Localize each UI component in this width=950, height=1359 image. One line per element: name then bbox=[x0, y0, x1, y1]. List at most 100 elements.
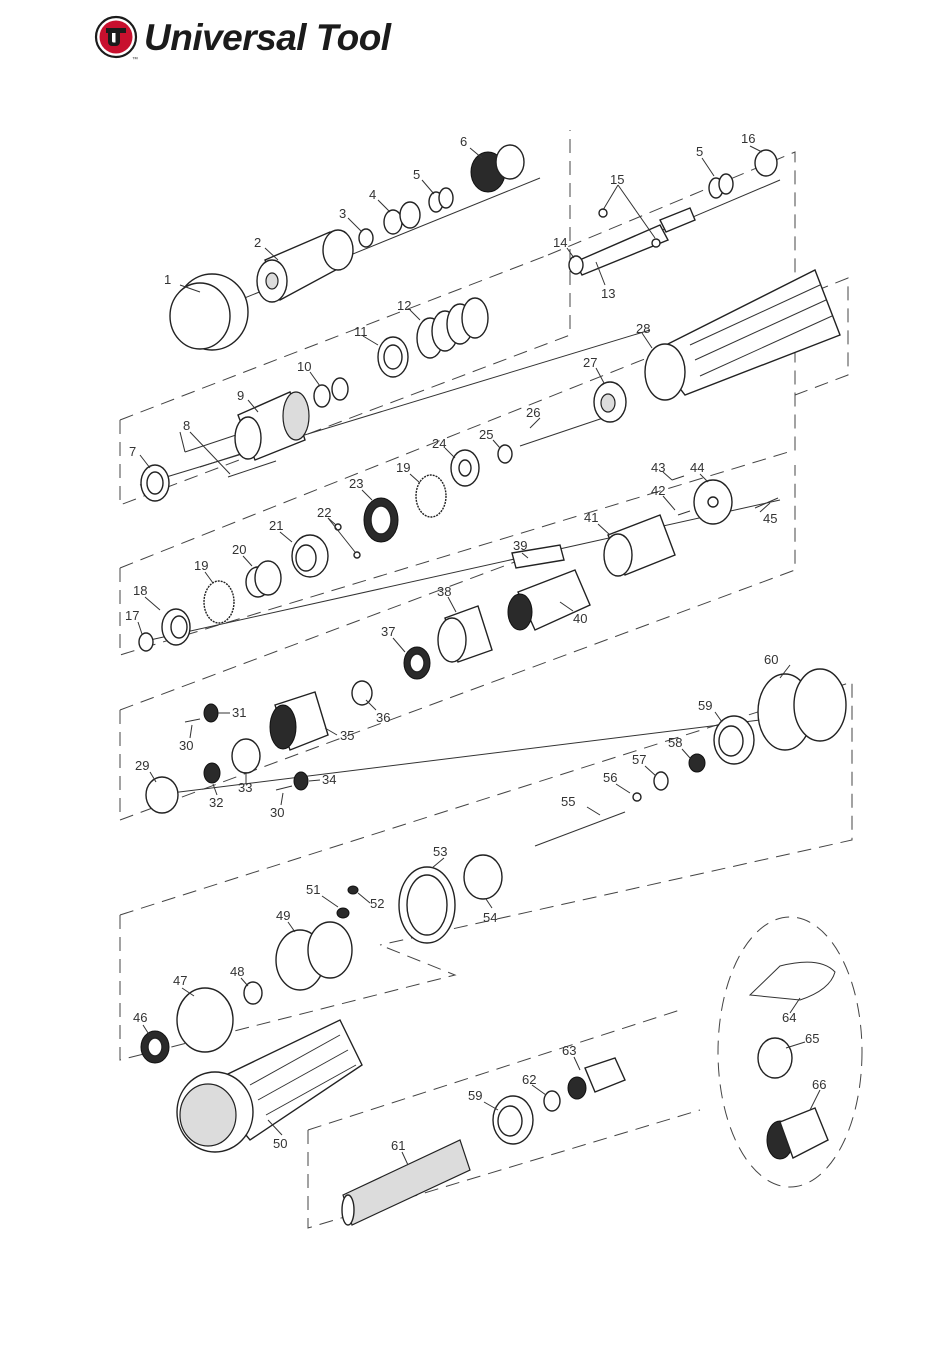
part-23-bearing bbox=[364, 498, 398, 542]
label-51: 51 bbox=[306, 882, 320, 897]
label-8: 8 bbox=[183, 418, 190, 433]
part-55-rod bbox=[535, 812, 625, 846]
label-22: 22 bbox=[317, 505, 331, 520]
part-44-cap bbox=[694, 480, 732, 524]
label-41: 41 bbox=[584, 510, 598, 525]
part-2-sleeve bbox=[257, 230, 353, 302]
part-29-carrier bbox=[146, 777, 178, 813]
part-35-ring-gear bbox=[270, 692, 328, 750]
label-11: 11 bbox=[354, 324, 368, 339]
label-3: 3 bbox=[339, 206, 346, 221]
part-54-o-ring bbox=[464, 855, 502, 899]
label-13: 13 bbox=[601, 286, 615, 301]
label-1: 1 bbox=[164, 272, 171, 287]
part-33-plate bbox=[232, 739, 260, 773]
axis-lines bbox=[140, 178, 780, 795]
label-18: 18 bbox=[133, 583, 147, 598]
label-28: 28 bbox=[636, 321, 650, 336]
part-62-ring bbox=[544, 1091, 560, 1111]
label-35: 35 bbox=[340, 728, 354, 743]
label-59a: 59 bbox=[698, 698, 712, 713]
label-58: 58 bbox=[668, 735, 682, 750]
part-60-end-cap bbox=[758, 669, 846, 750]
part-65-ring bbox=[758, 1038, 792, 1078]
label-30a: 30 bbox=[179, 738, 193, 753]
label-34: 34 bbox=[322, 772, 336, 787]
label-52: 52 bbox=[370, 896, 384, 911]
label-55: 55 bbox=[561, 794, 575, 809]
label-47: 47 bbox=[173, 973, 187, 988]
label-26: 26 bbox=[526, 405, 540, 420]
label-33: 33 bbox=[238, 780, 252, 795]
label-4: 4 bbox=[369, 187, 376, 202]
label-61: 61 bbox=[391, 1138, 405, 1153]
label-2: 2 bbox=[254, 235, 261, 250]
label-6: 6 bbox=[460, 134, 467, 149]
label-5b: 5 bbox=[696, 144, 703, 159]
label-40: 40 bbox=[573, 611, 587, 626]
part-5-springs-b bbox=[709, 174, 733, 198]
part-11-washer bbox=[378, 337, 408, 377]
label-10: 10 bbox=[297, 359, 311, 374]
part-49-housing bbox=[276, 922, 352, 990]
part-51-52-screws bbox=[337, 886, 358, 918]
label-15: 15 bbox=[610, 172, 624, 187]
label-25: 25 bbox=[479, 427, 493, 442]
label-57: 57 bbox=[632, 752, 646, 767]
label-5a: 5 bbox=[413, 167, 420, 182]
label-60: 60 bbox=[764, 652, 778, 667]
part-59-washer-b bbox=[493, 1096, 533, 1144]
label-59b: 59 bbox=[468, 1088, 482, 1103]
label-45: 45 bbox=[763, 511, 777, 526]
label-66: 66 bbox=[812, 1077, 826, 1092]
label-16: 16 bbox=[741, 131, 755, 146]
label-31: 31 bbox=[232, 705, 246, 720]
label-20: 20 bbox=[232, 542, 246, 557]
part-6-knurl-nut bbox=[471, 145, 524, 192]
part-7-washer bbox=[141, 465, 169, 501]
part-46-bearing bbox=[141, 1031, 169, 1063]
part-9-housing bbox=[235, 392, 309, 460]
label-43: 43 bbox=[651, 460, 665, 475]
label-49: 49 bbox=[276, 908, 290, 923]
part-63-fitting bbox=[568, 1058, 625, 1099]
label-29: 29 bbox=[135, 758, 149, 773]
part-53-collar bbox=[399, 867, 455, 943]
label-19b: 19 bbox=[194, 558, 208, 573]
label-39: 39 bbox=[513, 538, 527, 553]
label-9: 9 bbox=[237, 388, 244, 403]
label-24: 24 bbox=[432, 436, 446, 451]
part-28-cylinder bbox=[645, 270, 840, 400]
part-48-ring bbox=[244, 982, 262, 1004]
part-17-ring bbox=[139, 633, 153, 651]
label-32: 32 bbox=[209, 795, 223, 810]
label-50: 50 bbox=[273, 1136, 287, 1151]
label-37: 37 bbox=[381, 624, 395, 639]
part-24-25-26-shaft bbox=[451, 415, 612, 486]
label-44: 44 bbox=[690, 460, 704, 475]
label-54: 54 bbox=[483, 910, 497, 925]
label-64: 64 bbox=[782, 1010, 796, 1025]
label-63: 63 bbox=[562, 1043, 576, 1058]
label-56: 56 bbox=[603, 770, 617, 785]
label-14: 14 bbox=[553, 235, 567, 250]
part-22-balls bbox=[335, 524, 360, 558]
label-19a: 19 bbox=[396, 460, 410, 475]
label-42: 42 bbox=[651, 483, 665, 498]
part-61-filter bbox=[342, 1140, 470, 1225]
label-30b: 30 bbox=[270, 805, 284, 820]
label-48: 48 bbox=[230, 964, 244, 979]
part-21-plate bbox=[292, 535, 328, 577]
label-17: 17 bbox=[125, 608, 139, 623]
label-65: 65 bbox=[805, 1031, 819, 1046]
part-14-15-shaft bbox=[569, 208, 695, 275]
part-47-cap bbox=[177, 988, 233, 1052]
label-21: 21 bbox=[269, 518, 283, 533]
label-38: 38 bbox=[437, 584, 451, 599]
label-53: 53 bbox=[433, 844, 447, 859]
label-23: 23 bbox=[349, 476, 363, 491]
label-46: 46 bbox=[133, 1010, 147, 1025]
part-27-bearing bbox=[594, 382, 626, 422]
part-10-bushing bbox=[314, 378, 348, 407]
